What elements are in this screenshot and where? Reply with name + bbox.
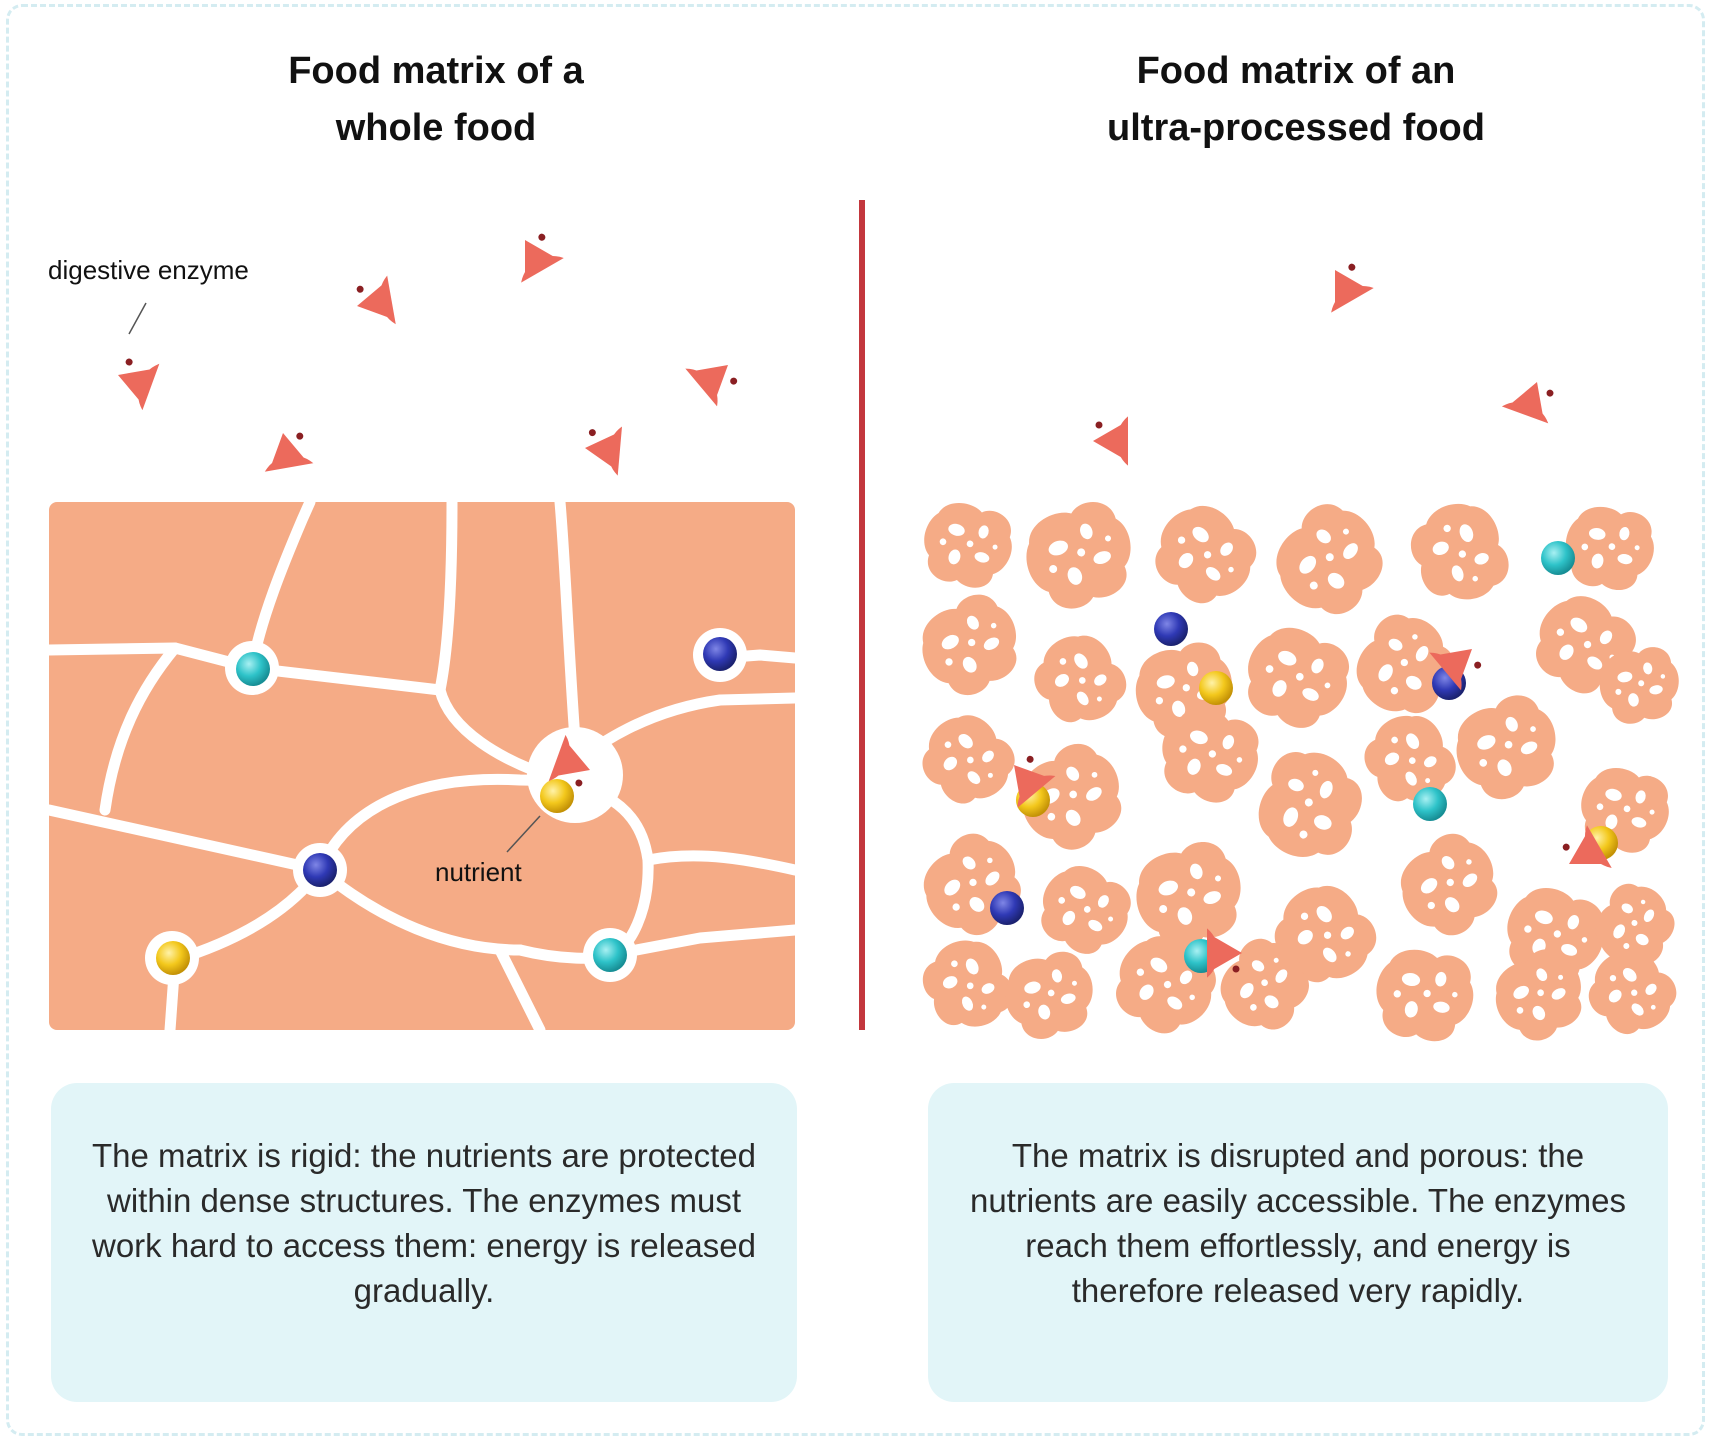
nutrient-teal [1541,541,1575,575]
right-description-box: The matrix is disrupted and porous: the … [928,1083,1668,1402]
left-panel-title: Food matrix of a whole food [288,50,584,149]
enzyme-icon [351,265,398,338]
enzyme-icon [582,416,623,486]
nutrient-yellow [540,779,574,813]
enzyme-icon [1307,254,1383,318]
nutrient-leader-line [506,815,541,853]
enzyme-icon [497,224,573,288]
enzyme-icon [1093,409,1128,473]
nutrient-blue [1154,612,1188,646]
nutrient-teal [1413,787,1447,821]
nutrient-blue [703,637,737,671]
nutrient-blue [990,891,1024,925]
nutrient-blue [303,853,337,887]
enzyme-icon [1492,371,1568,427]
left-description-text: The matrix is rigid: the nutrients are p… [92,1137,756,1309]
enzyme-icon [107,344,163,420]
enzyme-icon [678,340,749,415]
enzyme-leader-line [128,302,147,335]
right-panel-title: Food matrix of an ultra-processed food [1107,50,1485,149]
left-description-box: The matrix is rigid: the nutrients are p… [51,1083,797,1402]
nutrient-yellow [156,941,190,975]
enzyme-label: digestive enzyme [48,255,249,285]
nutrient-label: nutrient [435,857,522,887]
nutrient-yellow [1199,671,1233,705]
figure-frame [6,4,1705,1436]
nutrient-teal [593,938,627,972]
nutrient-teal [236,652,270,686]
right-description-text: The matrix is disrupted and porous: the … [969,1137,1627,1309]
